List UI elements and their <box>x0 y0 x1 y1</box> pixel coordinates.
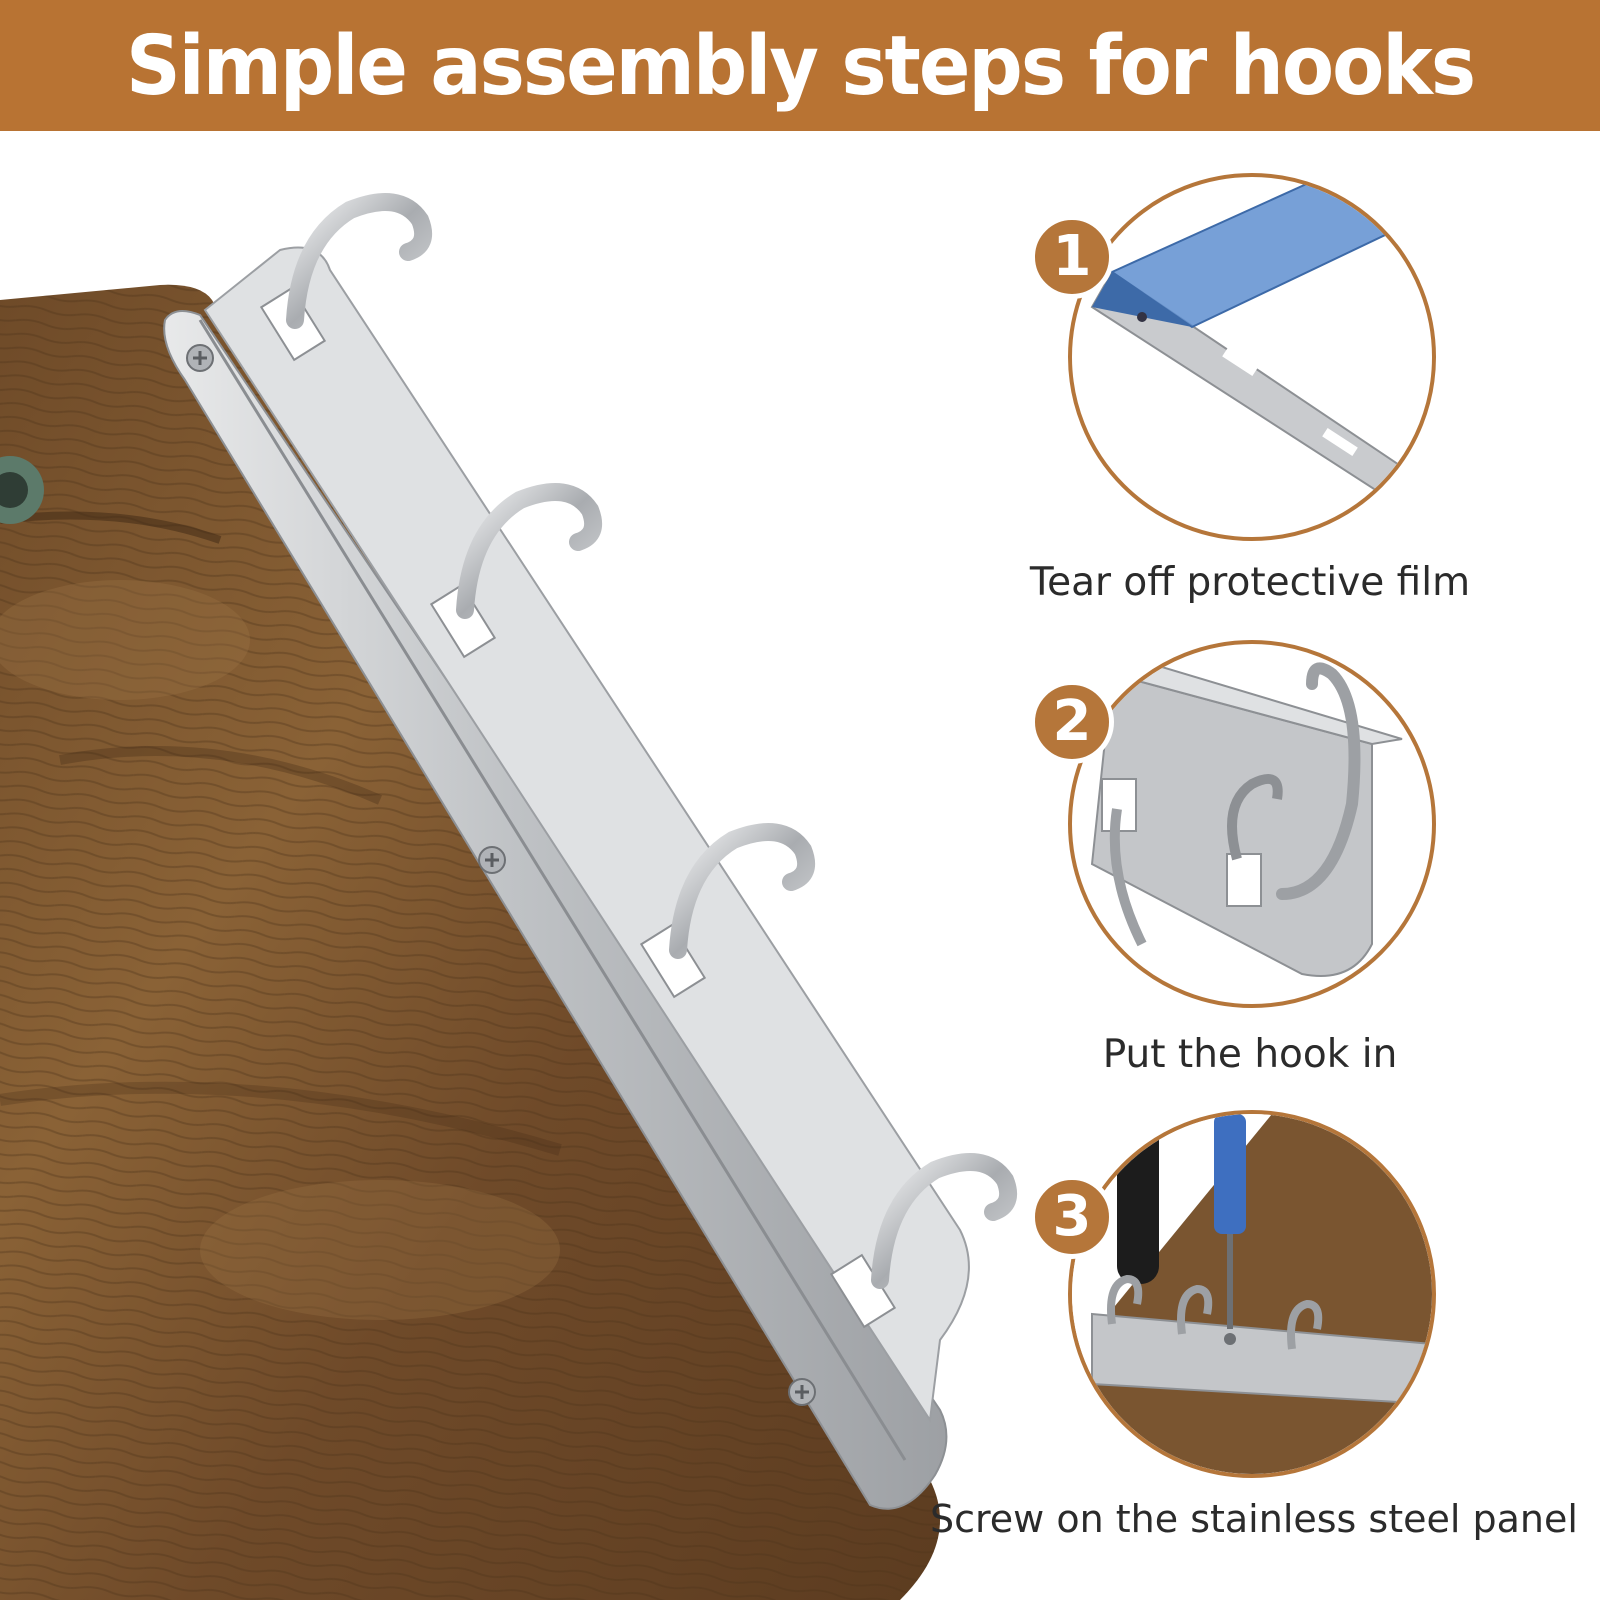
step-2-number-badge: 2 <box>1030 680 1114 764</box>
step-2-caption: Put the hook in <box>1102 1032 1398 1077</box>
step-3-number-badge: 3 <box>1030 1175 1114 1259</box>
main-product-illustration <box>0 193 1017 1600</box>
step-3-caption: Screw on the stainless steel panel <box>930 1497 1578 1541</box>
banner-title: Simple assembly steps for hooks <box>125 17 1476 114</box>
cam-lock-fitting <box>0 456 44 524</box>
hook <box>429 483 602 659</box>
hook <box>829 1153 1017 1329</box>
step-3-illustration <box>1068 1110 1436 1478</box>
title-banner: Simple assembly steps for hooks <box>0 0 1600 131</box>
step-1-number-badge: 1 <box>1030 215 1114 299</box>
wooden-board <box>0 284 941 1600</box>
step-2-illustration <box>1068 640 1436 1008</box>
steel-hook-rail <box>163 246 970 1510</box>
step-1-caption: Tear off protective film <box>1029 560 1471 605</box>
hook <box>639 823 815 999</box>
step-1-illustration <box>1068 173 1436 541</box>
hook <box>259 193 432 362</box>
